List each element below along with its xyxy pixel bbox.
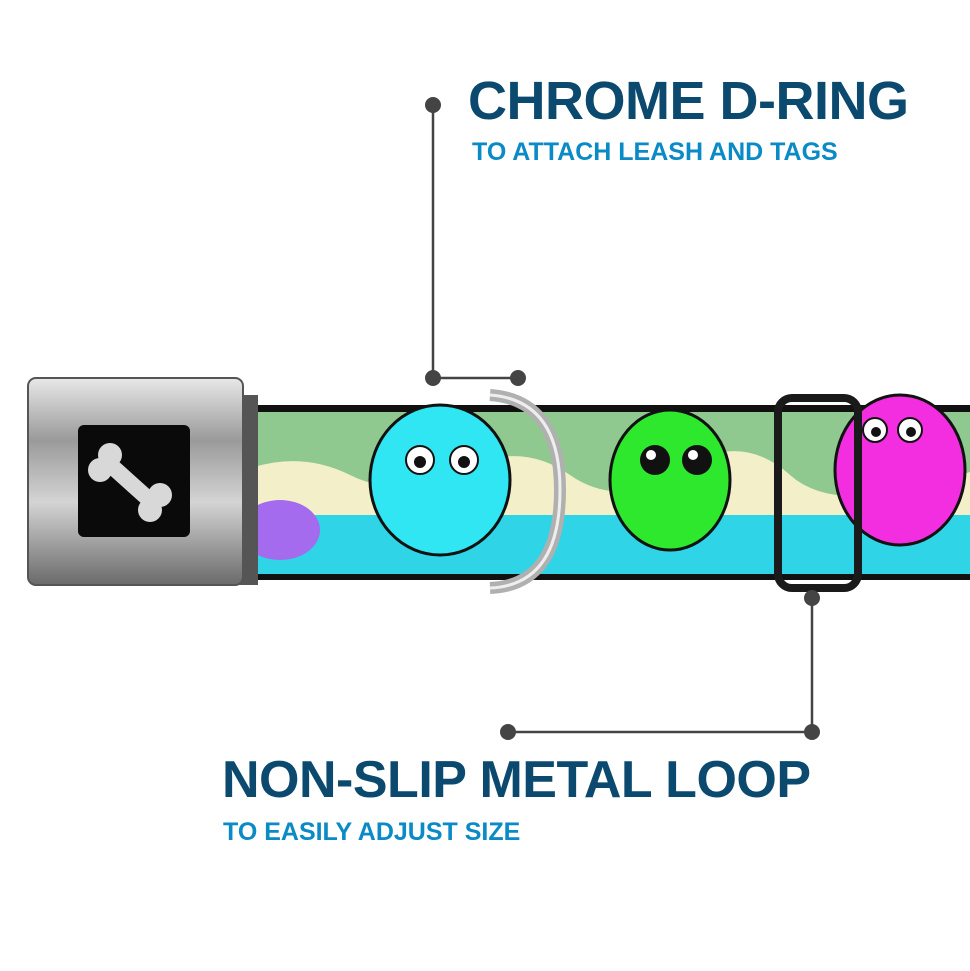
metal-loop-title: NON-SLIP METAL LOOP: [222, 751, 811, 809]
d-ring-title: CHROME D-RING: [468, 71, 909, 131]
collar-strap: [235, 393, 970, 580]
metal-loop: [774, 394, 862, 592]
metal-loop-subtitle: TO EASILY ADJUST SIZE: [223, 818, 521, 846]
callout-line-metal-loop: [508, 598, 814, 734]
seatbelt-buckle: [27, 377, 258, 586]
d-ring-subtitle: TO ATTACH LEASH AND TAGS: [472, 138, 838, 166]
blue-octopus: [368, 403, 512, 557]
green-octopus: [608, 408, 732, 552]
bone-icon: [88, 443, 172, 522]
